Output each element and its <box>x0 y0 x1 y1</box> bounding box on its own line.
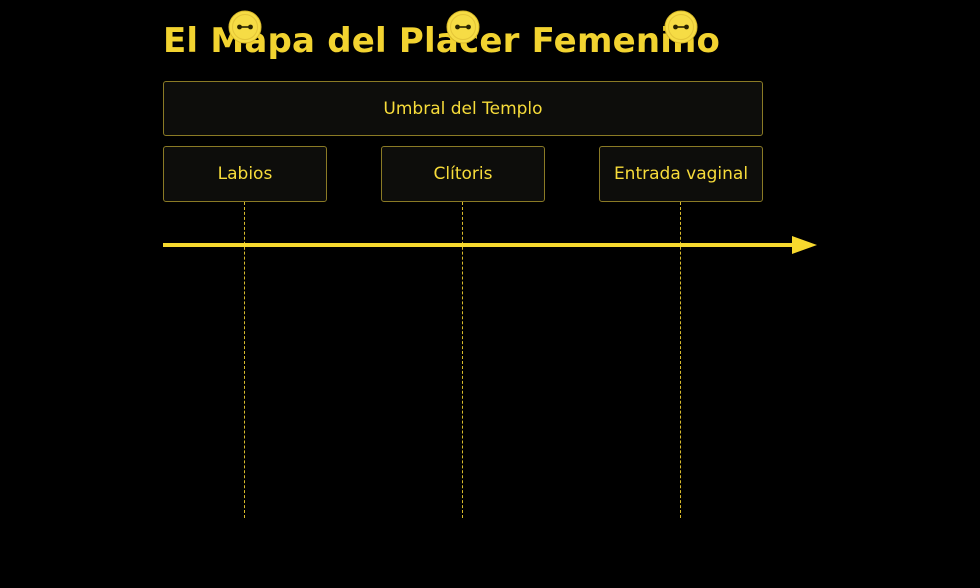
button-icon <box>664 10 698 44</box>
participant-box-clitoris: Clítoris <box>381 146 545 202</box>
lifeline-labios <box>244 202 245 518</box>
button-icon <box>228 10 262 44</box>
header-box-label: Umbral del Templo <box>383 98 543 119</box>
arrow-head <box>792 236 817 254</box>
button-icon <box>446 10 480 44</box>
participant-box-labios: Labios <box>163 146 327 202</box>
lifeline-clitoris <box>462 202 463 518</box>
participant-box-entrada-vaginal: Entrada vaginal <box>599 146 763 202</box>
header-box: Umbral del Templo <box>163 81 763 136</box>
participant-label: Clítoris <box>433 164 493 184</box>
participant-label: Entrada vaginal <box>613 164 749 184</box>
participant-label: Labios <box>217 164 273 184</box>
lifeline-entrada-vaginal <box>680 202 681 518</box>
